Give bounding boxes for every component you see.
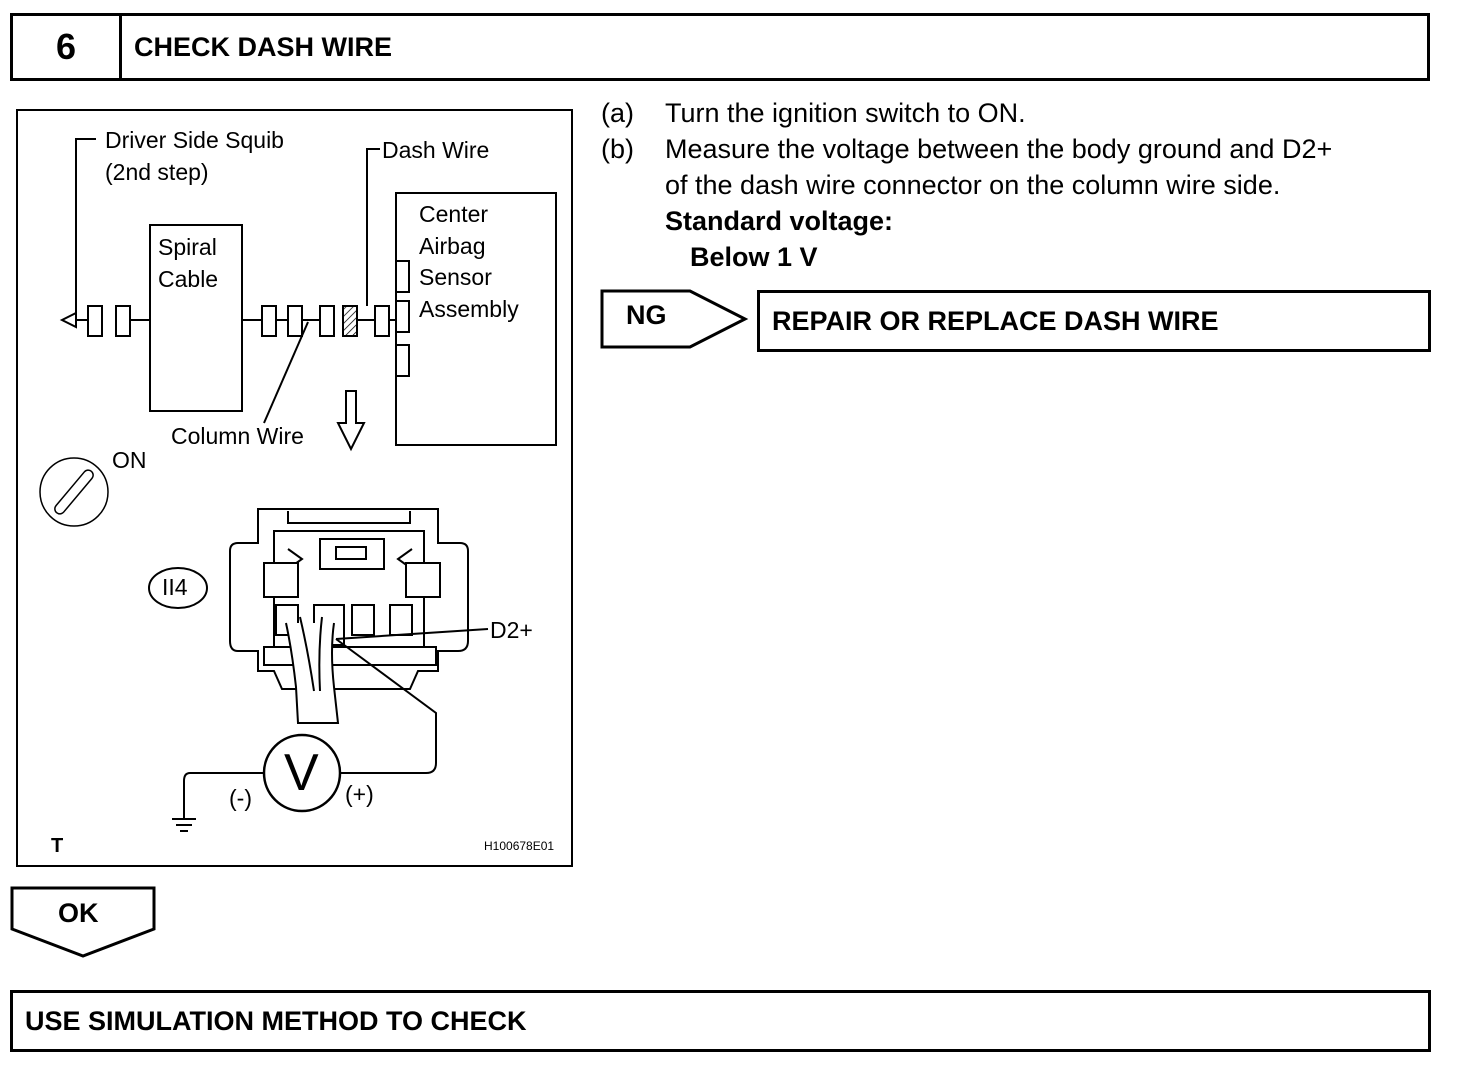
dash-connector-hatched	[342, 305, 358, 337]
ok-arrow-icon	[10, 886, 156, 958]
column-connector-a	[287, 305, 303, 337]
ground-symbol-icon	[172, 818, 196, 832]
negative-probe-wire	[183, 772, 264, 819]
label-spiral-cable: Spiral Cable	[158, 234, 219, 292]
ok-label: OK	[58, 898, 99, 928]
positive-probe-wire	[335, 638, 437, 774]
voltmeter-symbol: V	[284, 744, 319, 802]
final-step-box: USE SIMULATION METHOD TO CHECK	[10, 990, 1431, 1052]
column-connector-b	[319, 305, 335, 337]
squib-end	[59, 311, 77, 329]
step-b-line2: of the dash wire connector on the column…	[665, 170, 1281, 200]
ng-label: NG	[626, 300, 667, 330]
wiring-diagram: Driver Side Squib (2nd step) Dash Wire S…	[16, 109, 573, 867]
step-a-marker: (a)	[601, 98, 634, 128]
corner-mark: T	[51, 835, 64, 857]
squib-leader-line	[75, 138, 96, 320]
terminal-leader	[335, 628, 489, 640]
connector-code-badge	[148, 567, 208, 609]
voltmeter-icon	[262, 733, 342, 813]
spiral-connector-right	[261, 305, 277, 337]
label-driver-squib: Driver Side Squib (2nd step)	[105, 127, 284, 185]
label-minus: (-)	[229, 785, 252, 811]
step-title: CHECK DASH WIRE	[119, 13, 1430, 81]
standard-label: Standard voltage:	[665, 206, 894, 236]
label-column-wire: Column Wire	[171, 423, 304, 449]
label-ignition-on: ON	[112, 447, 147, 473]
label-dash-wire: Dash Wire	[382, 137, 490, 163]
spiral-cable-box	[149, 224, 243, 412]
step-a-text: Turn the ignition switch to ON.	[665, 98, 1026, 128]
wiring-diagram-drawing	[39, 138, 557, 832]
label-center-airbag-sensor: Center Airbag Sensor Assembly	[419, 201, 519, 323]
dash-wire-leader	[366, 148, 380, 306]
squib-connector	[87, 305, 103, 337]
connector-icon	[229, 508, 469, 724]
figure-id: H100678E01	[484, 839, 555, 853]
column-wire-leader	[263, 321, 309, 424]
step-number: 6	[10, 13, 122, 81]
ng-result-box: REPAIR OR REPLACE DASH WIRE	[757, 290, 1431, 352]
step-b-marker: (b)	[601, 134, 634, 164]
ignition-switch-icon	[39, 457, 109, 527]
center-airbag-sensor-box	[395, 192, 557, 446]
spiral-connector-left	[115, 305, 131, 337]
down-arrow-icon	[336, 390, 366, 452]
dash-connector	[374, 305, 390, 337]
label-connector-code: II4	[162, 574, 188, 600]
label-plus: (+)	[345, 781, 374, 807]
standard-value: Below 1 V	[690, 242, 818, 272]
label-terminal: D2+	[490, 617, 533, 643]
step-b-line1: Measure the voltage between the body gro…	[665, 134, 1333, 164]
ng-arrow-icon	[600, 289, 749, 349]
